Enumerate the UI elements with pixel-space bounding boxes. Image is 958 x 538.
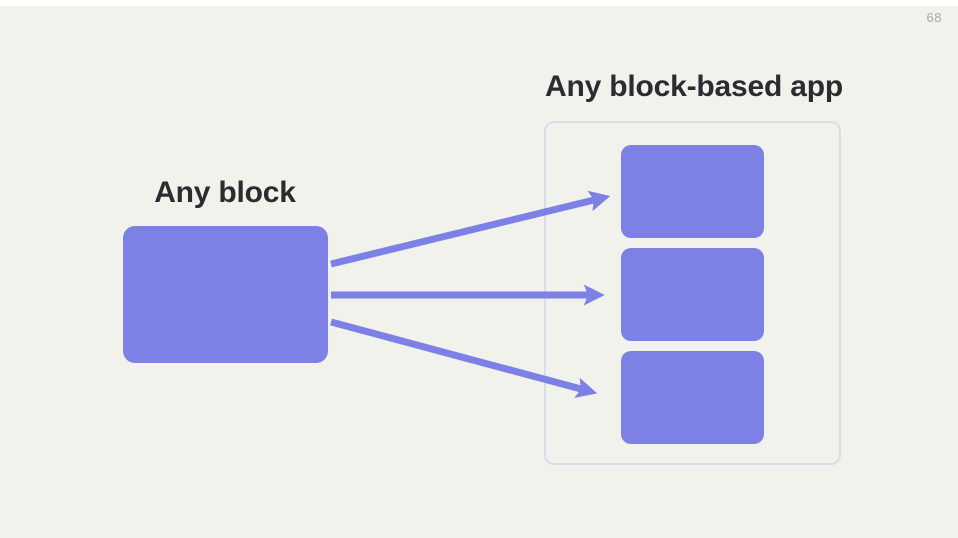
source-block xyxy=(123,226,328,363)
page-number: 68 xyxy=(926,10,942,25)
top-strip xyxy=(0,0,958,6)
app-block-3 xyxy=(621,351,764,444)
app-panel xyxy=(544,121,841,465)
app-block-2 xyxy=(621,248,764,341)
source-block-label: Any block xyxy=(154,176,296,209)
target-title: Any block-based app xyxy=(545,70,843,103)
app-block-1 xyxy=(621,145,764,238)
